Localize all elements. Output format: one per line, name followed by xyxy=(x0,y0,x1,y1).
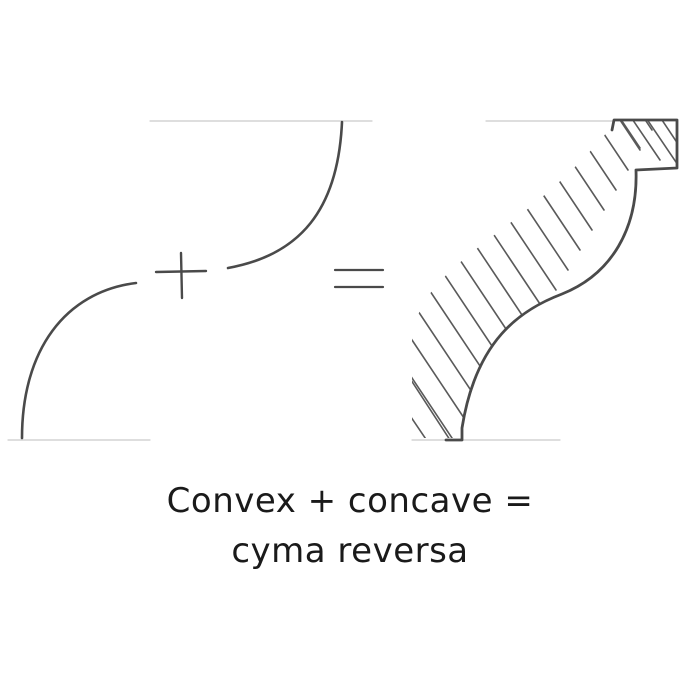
caption-line-1: Convex + concave = xyxy=(166,481,534,521)
plus-sign-icon xyxy=(154,251,208,300)
convex-curve xyxy=(20,281,138,440)
concave-curve xyxy=(226,120,344,270)
guide-lines xyxy=(7,120,613,441)
equals-sign-icon xyxy=(333,268,385,289)
cyma-reversa-profile xyxy=(444,118,679,442)
caption-line-2: cyma reversa xyxy=(231,531,469,571)
hatching xyxy=(412,120,677,438)
